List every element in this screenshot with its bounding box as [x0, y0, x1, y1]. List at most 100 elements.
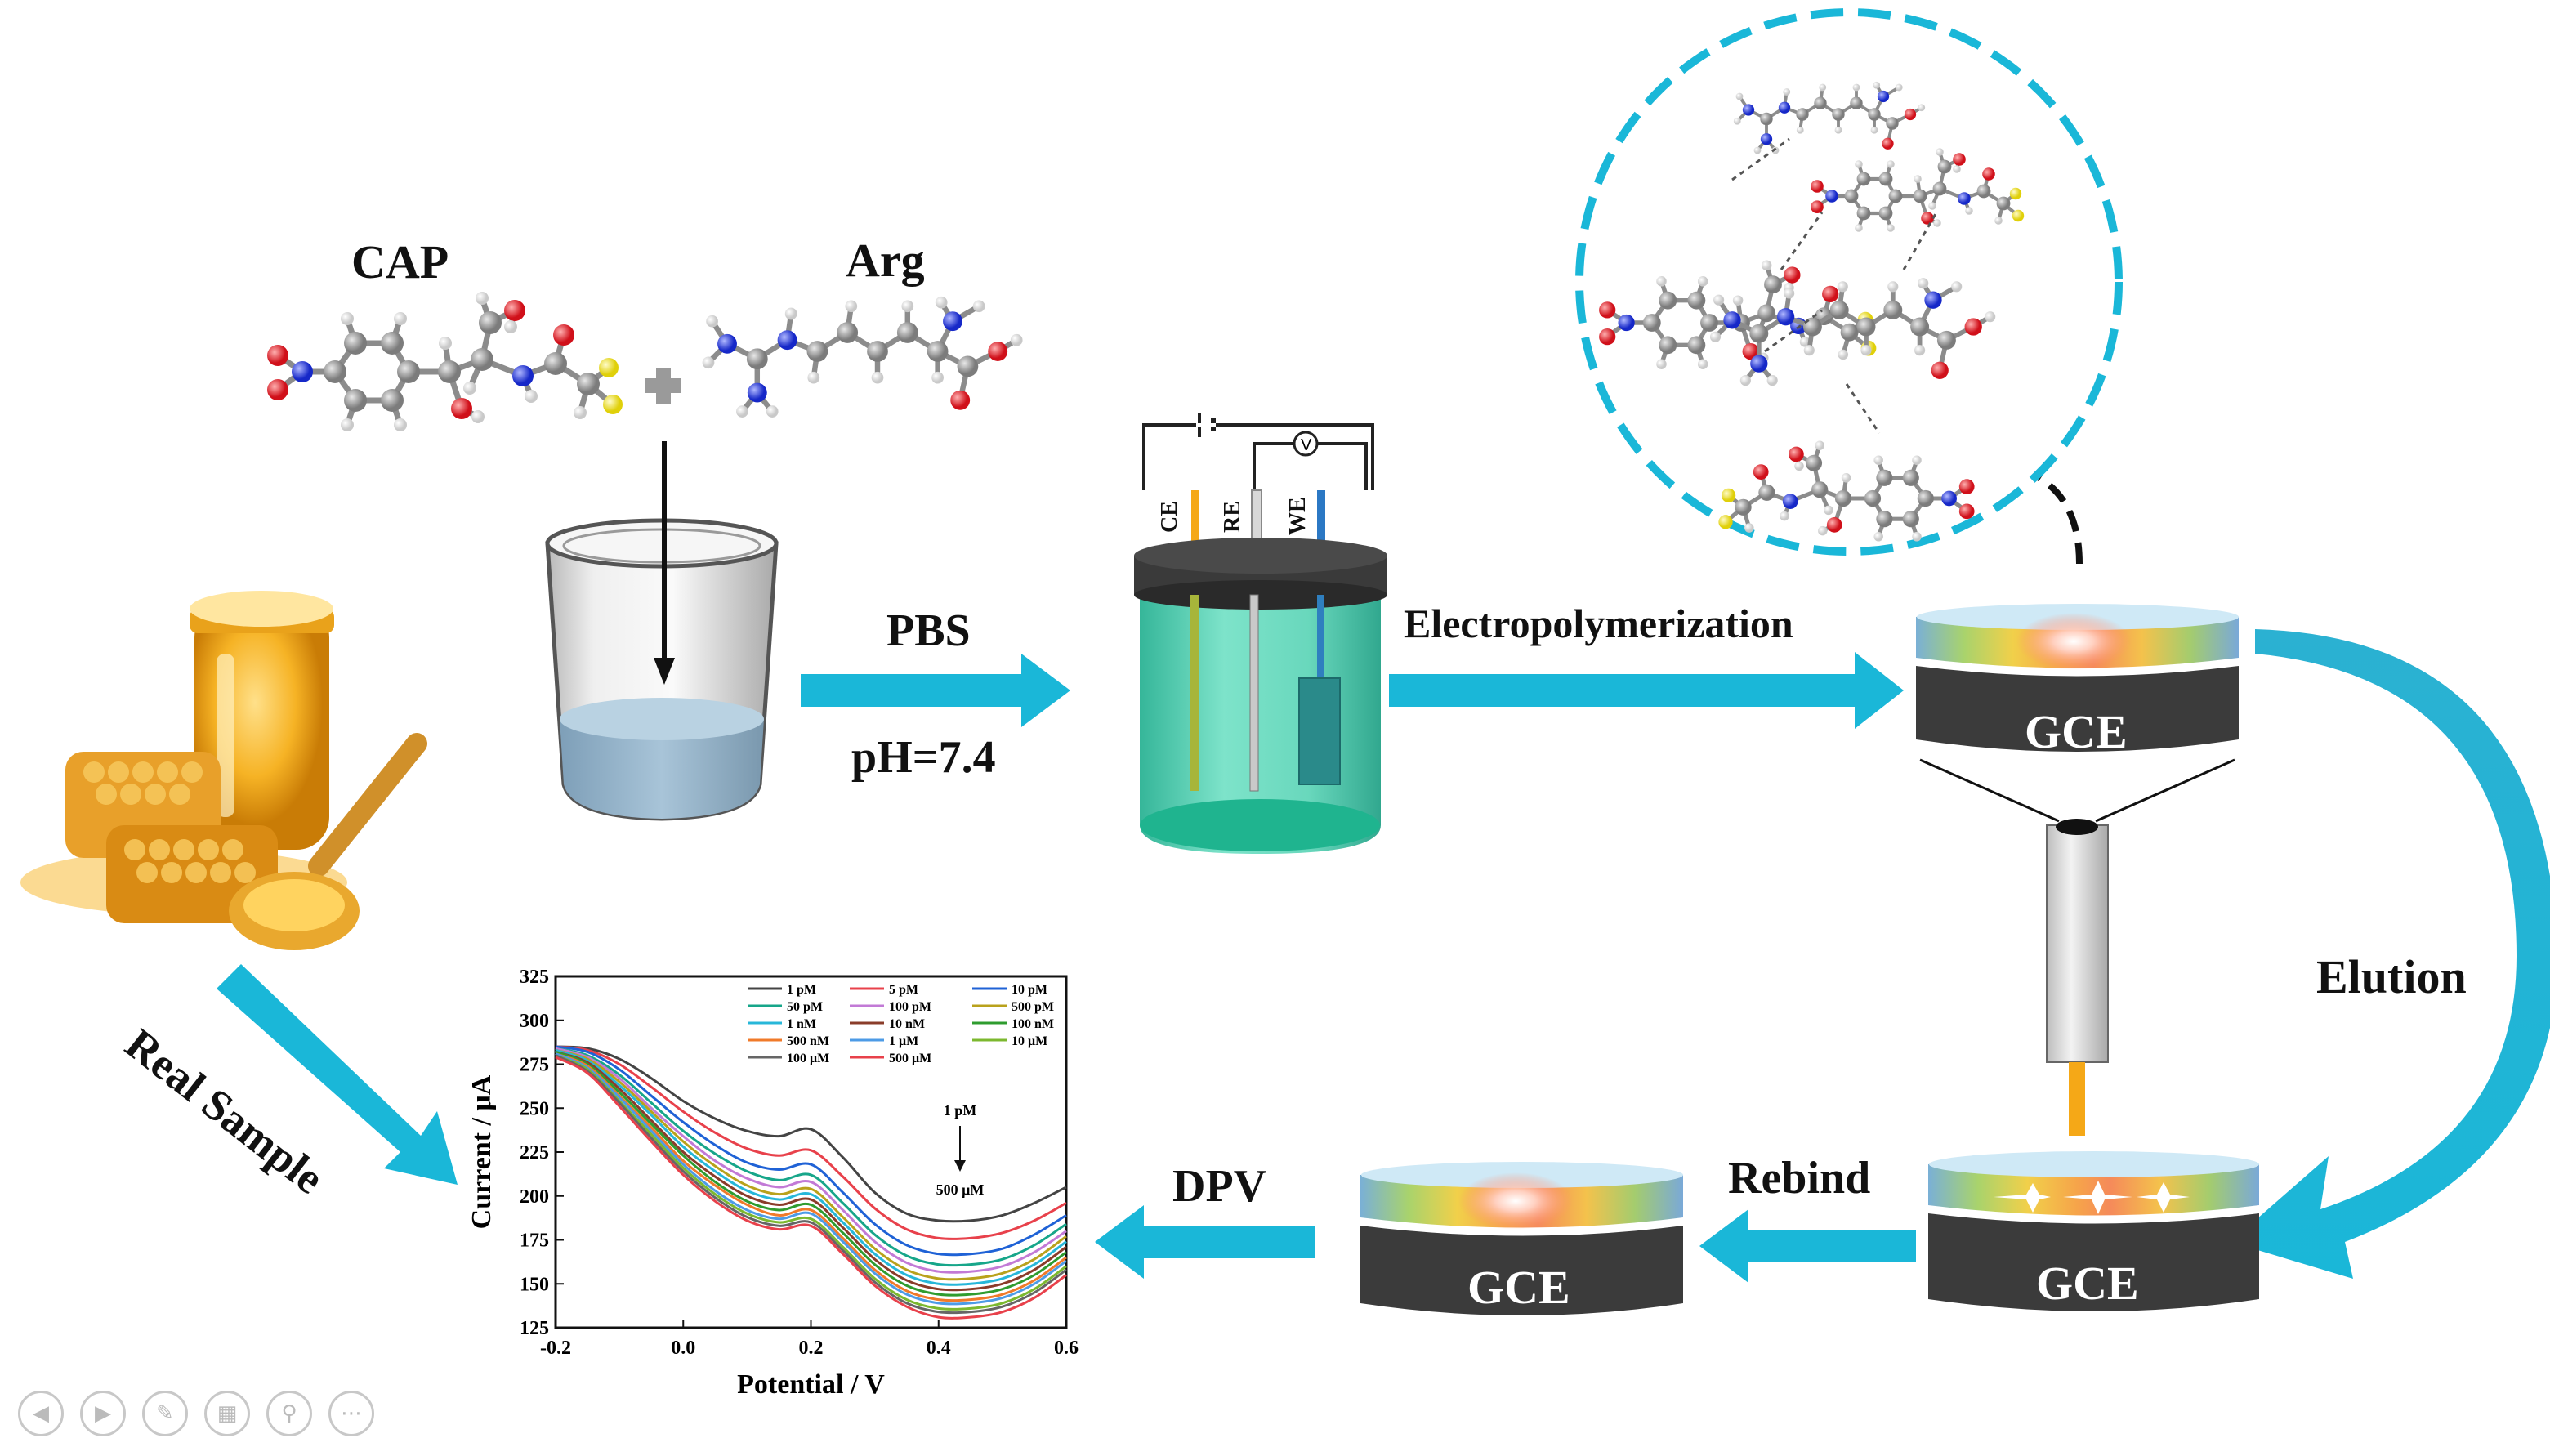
next-slide-icon[interactable]: ▶ [80, 1391, 126, 1436]
complex-cap-b-atom [1753, 464, 1769, 480]
arg-atom [901, 300, 914, 313]
complex-arg-atom [1910, 317, 1930, 337]
cap-atom [574, 406, 587, 419]
series-line [555, 1054, 1067, 1315]
cap-atom [394, 418, 407, 431]
arg-atom [746, 348, 768, 370]
complex-cap-c-atom [1825, 190, 1838, 203]
x-tick-label: 0.6 [1054, 1338, 1079, 1359]
complex-cap-c-atom [1996, 196, 2011, 211]
complex-cap-b-atom [1718, 515, 1733, 529]
complex-cap-a-atom [1784, 266, 1801, 284]
cap-atom [381, 389, 404, 412]
complex-cap-b-atom [1811, 481, 1829, 498]
electropolymerization-label: Electropolymerization [1404, 601, 1793, 646]
complex-cap-c-atom [1856, 172, 1871, 186]
gce-electrode-rebound: GCE [1360, 1162, 1683, 1315]
zoom-icon[interactable]: ⚲ [266, 1391, 312, 1436]
hydrogen-bond-line [1902, 212, 1938, 270]
cap-atom [471, 410, 485, 423]
cap-atom [341, 312, 354, 325]
arg-atom [706, 315, 718, 328]
annotation-bottom: 500 μM [936, 1181, 985, 1198]
complex-cap-c-atom [1855, 224, 1863, 232]
complex-cap-a-atom [1732, 295, 1744, 306]
legend-label: 1 nM [787, 1017, 816, 1031]
cap-atom [525, 390, 538, 403]
prev-slide-icon[interactable]: ◀ [18, 1391, 64, 1436]
complex-arg-atom [1883, 301, 1903, 319]
voltmeter-label: V [1301, 436, 1312, 454]
complex-cap-b-atom [1941, 490, 1957, 507]
complex-arg-b-atom [1796, 108, 1809, 121]
y-tick-label: 300 [520, 1011, 549, 1032]
honey-sample-image [20, 591, 427, 950]
gce-electrode-eluted: GCE [1928, 1151, 2259, 1311]
complex-cap-a-atom [1764, 275, 1782, 294]
complex-cap-c-atom [1976, 184, 1991, 199]
complex-arg-atom [1829, 301, 1849, 319]
y-tick-label: 200 [520, 1186, 549, 1208]
complex-cap-a-atom [1642, 314, 1661, 332]
slides-grid-icon[interactable]: ▦ [204, 1391, 250, 1436]
series-line [555, 1051, 1067, 1292]
series-line [555, 1052, 1067, 1306]
complex-cap-b-atom [1864, 489, 1882, 507]
cap-atom [267, 345, 288, 366]
complex-cap-c-atom [1887, 160, 1895, 168]
complex-arg-atom [1918, 278, 1929, 289]
arg-atom [927, 341, 949, 362]
complex-arg-b-atom [1733, 117, 1741, 125]
complex-cap-a-atom [1659, 291, 1677, 310]
cap-atom [553, 324, 574, 346]
arg-atom [943, 311, 962, 332]
complex-arg-b-atom [1877, 90, 1890, 103]
arg-atom [702, 356, 715, 369]
y-tick-label: 250 [520, 1098, 549, 1119]
gce-label-rebound: GCE [1467, 1261, 1570, 1314]
arg-atom [867, 341, 888, 362]
complex-cap-c-atom [1913, 189, 1927, 203]
complex-arg-atom [1964, 318, 1982, 336]
complex-cap-a-atom [1700, 314, 1718, 332]
complex-cap-b-atom [1902, 511, 1919, 528]
complex-cap-b-atom [1873, 532, 1883, 542]
series-line [555, 1047, 1067, 1274]
cap-atom [397, 360, 420, 383]
complex-cap-b-atom [1782, 494, 1798, 509]
arrow-electropolymerization [1389, 652, 1904, 729]
arg-atom [972, 300, 985, 313]
complex-cap-c-atom [1844, 189, 1859, 203]
complex-cap-c-atom [1936, 148, 1944, 156]
complex-cap-b-atom [1744, 523, 1754, 533]
arg-atom [845, 300, 858, 313]
complex-cap-c-atom [2009, 187, 2022, 200]
cap-atom [603, 395, 623, 414]
complex-cap-a-atom [1799, 337, 1811, 347]
complex-arg-atom [1750, 355, 1768, 373]
complex-arg-atom [1739, 375, 1751, 386]
arg-atom [717, 333, 737, 354]
complex-cap-c-atom [1914, 175, 1922, 183]
complex-arg-b-atom [1771, 146, 1780, 154]
x-tick-label: 0.2 [799, 1338, 824, 1359]
legend-label: 1 pM [787, 983, 816, 997]
series-line [555, 1051, 1067, 1297]
complex-arg-b-atom [1760, 133, 1773, 145]
more-options-icon[interactable]: ⋯ [328, 1391, 374, 1436]
complex-arg-b-atom [1850, 96, 1863, 109]
series-line [555, 1052, 1067, 1302]
arg-label: Arg [846, 234, 925, 287]
complex-arg-b-atom [1783, 88, 1791, 96]
cap-atom [439, 337, 452, 350]
complex-cap-b-atom [1958, 479, 1975, 494]
complex-arg-b-atom [1814, 96, 1827, 109]
complex-cap-b-atom [1841, 473, 1851, 483]
voltmeter-icon [1293, 431, 1319, 457]
complex-cap-b-atom [1805, 454, 1823, 471]
y-tick-label: 125 [520, 1318, 549, 1339]
pen-icon[interactable]: ✎ [142, 1391, 188, 1436]
complex-cap-c-atom [1958, 192, 1971, 205]
re-label: RE [1220, 501, 1245, 533]
